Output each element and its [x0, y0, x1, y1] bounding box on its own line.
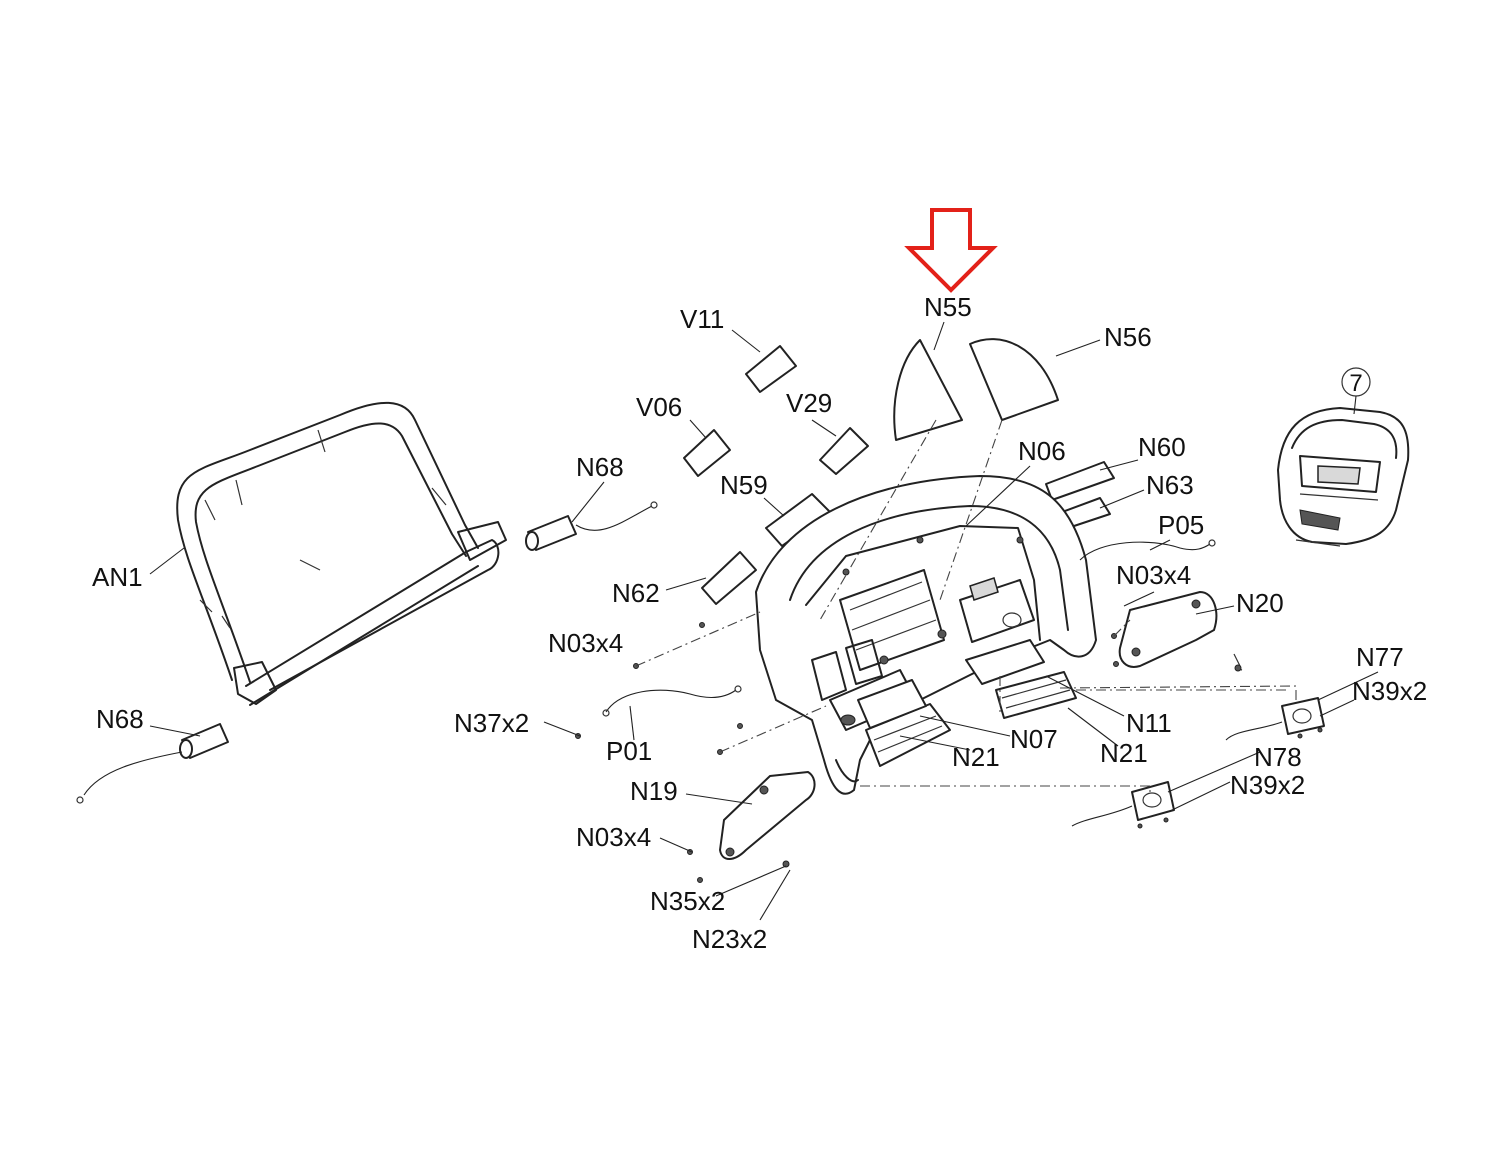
side-cover-n20 — [1118, 591, 1243, 672]
assembly-lines — [635, 419, 1297, 792]
sticker-n62 — [701, 551, 757, 605]
grip-sensor-n68-bottom — [76, 723, 229, 804]
label-n19: N19 — [630, 776, 678, 806]
label-an1: AN1 — [92, 562, 143, 592]
label-n60: N60 — [1138, 432, 1186, 462]
label-n68-bottom: N68 — [96, 704, 144, 734]
sticker-v11 — [745, 345, 797, 393]
label-n06: N06 — [1018, 436, 1066, 466]
label-v29: V29 — [786, 388, 832, 418]
label-n59: N59 — [720, 470, 768, 500]
panel-n07 — [965, 639, 1045, 685]
handlebar-frame-an1 — [176, 401, 507, 706]
speaker-n78 — [1071, 781, 1175, 829]
label-n55: N55 — [924, 292, 972, 322]
label-v06: V06 — [636, 392, 682, 422]
label-n03x4-right: N03x4 — [1116, 560, 1191, 590]
label-n37x2: N37x2 — [454, 708, 529, 738]
label-n77: N77 — [1356, 642, 1404, 672]
label-n68-top: N68 — [576, 452, 624, 482]
panel-n21-right — [995, 671, 1077, 719]
console-housing-n06 — [755, 475, 1097, 795]
wire-p01 — [605, 689, 737, 713]
panel-n11 — [857, 679, 927, 729]
label-n21-right: N21 — [1100, 738, 1148, 768]
console-assembly-thumbnail: 7 — [1277, 367, 1410, 547]
highlight-arrow-icon — [904, 208, 998, 293]
sticker-v06 — [683, 429, 731, 477]
label-n63: N63 — [1146, 470, 1194, 500]
label-n07: N07 — [1010, 724, 1058, 754]
sticker-v29 — [819, 427, 869, 475]
label-n56: N56 — [1104, 322, 1152, 352]
label-n21-left: N21 — [952, 742, 1000, 772]
overlay-n56 — [969, 338, 1059, 421]
label-n39x2-bottom: N39x2 — [1230, 770, 1305, 800]
label-n20: N20 — [1236, 588, 1284, 618]
label-p01: P01 — [606, 736, 652, 766]
label-n39x2-top: N39x2 — [1352, 676, 1427, 706]
overlay-n55 — [893, 339, 963, 441]
callout-number-7: 7 — [1349, 370, 1362, 397]
side-cover-n19 — [719, 771, 816, 868]
label-leaders — [149, 321, 1379, 921]
labels: N55 N56 V11 V06 V29 N68 N59 N06 N60 N63 … — [92, 292, 1427, 954]
sticker-n60 — [1045, 461, 1115, 501]
label-n35x2: N35x2 — [650, 886, 725, 916]
label-n62: N62 — [612, 578, 660, 608]
screws — [575, 622, 1119, 883]
label-v11: V11 — [680, 304, 724, 334]
label-n23x2: N23x2 — [692, 924, 767, 954]
label-p05: P05 — [1158, 510, 1204, 540]
grip-sensor-n68-top — [525, 501, 658, 551]
label-n03x4-left: N03x4 — [548, 628, 623, 658]
label-n11: N11 — [1126, 708, 1172, 738]
label-n03x4-bottom: N03x4 — [576, 822, 651, 852]
label-n78: N78 — [1254, 742, 1302, 772]
wire-p05 — [1079, 541, 1211, 561]
speaker-n77 — [1225, 697, 1325, 741]
